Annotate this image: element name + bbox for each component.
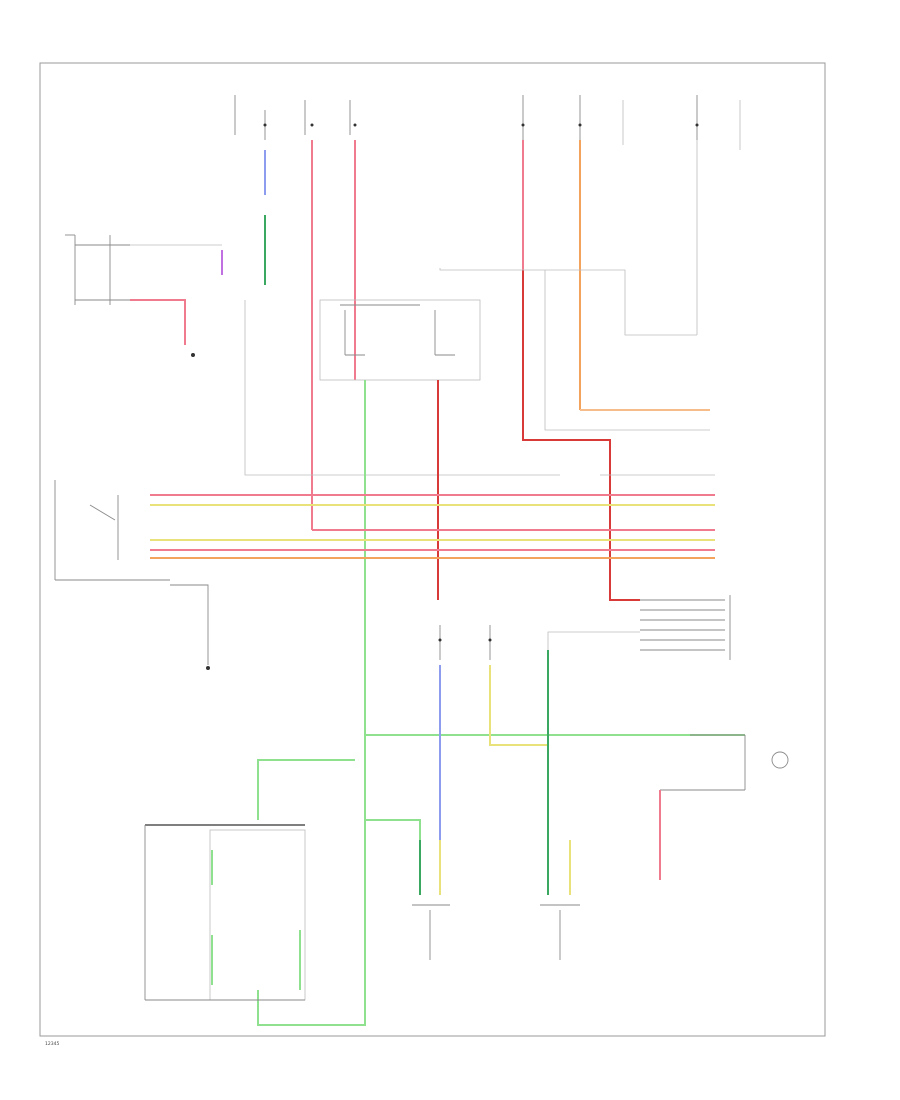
headlamp-switch-harness bbox=[150, 474, 715, 559]
lower-left-module bbox=[144, 824, 306, 1001]
fuse-group-top-left bbox=[234, 95, 357, 140]
fuse-group-top-right bbox=[521, 95, 741, 150]
figure-id: 12345 bbox=[45, 1041, 59, 1047]
wire-green-lh bbox=[365, 819, 421, 840]
flash-to-pass-switch bbox=[660, 734, 789, 791]
right-connector bbox=[640, 595, 731, 660]
fuse-group-mid bbox=[438, 625, 492, 660]
wire-pink-sensor bbox=[130, 299, 186, 345]
wire-yellow-lower bbox=[489, 665, 548, 746]
diagram-frame bbox=[39, 62, 826, 1037]
wire-green-mid bbox=[257, 759, 355, 820]
left-headlamp bbox=[412, 840, 450, 960]
wire-green-main bbox=[257, 380, 366, 1026]
right-headlamp bbox=[540, 840, 580, 960]
wire-ground-left bbox=[170, 584, 209, 665]
headlamp-relay-box bbox=[319, 299, 481, 381]
auto-lamp-sensor-block bbox=[65, 234, 222, 357]
headlamp-switch bbox=[54, 480, 170, 581]
wire-red bbox=[522, 270, 640, 601]
